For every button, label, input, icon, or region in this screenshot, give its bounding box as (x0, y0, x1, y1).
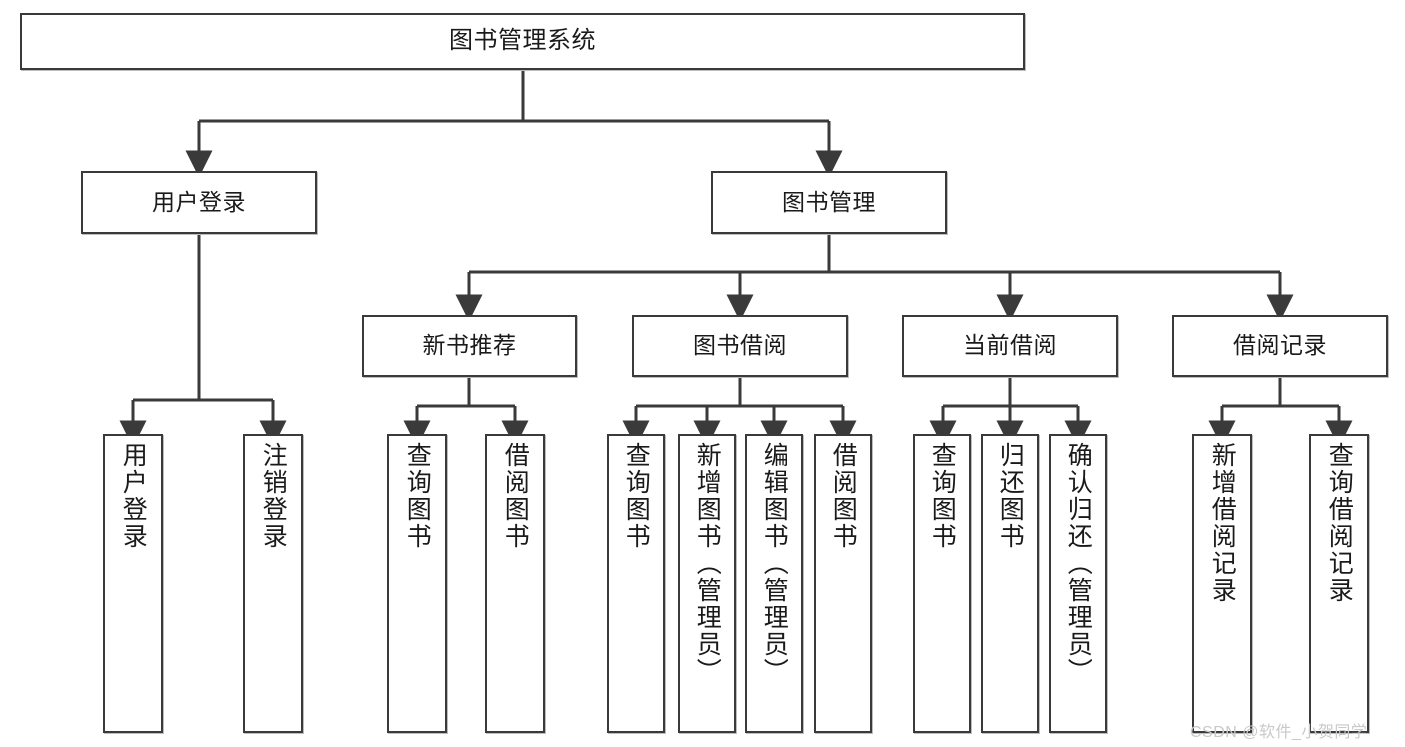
node-leaf-borrow-query-book[interactable]: 查询图书 (607, 434, 665, 733)
node-leaf-recommend-borrow-book[interactable]: 借阅图书 (485, 434, 545, 733)
node-leaf-current-return-book[interactable]: 归还图书 (981, 434, 1039, 733)
node-label: 新增图书（管理员） (693, 442, 722, 685)
node-root-system[interactable]: 图书管理系统 (20, 13, 1025, 70)
node-label: 用户登录 (119, 442, 148, 550)
node-label: 查询图书 (622, 442, 651, 550)
node-label: 查询图书 (403, 442, 432, 550)
node-label: 新增借阅记录 (1208, 442, 1237, 604)
node-label: 确认归还（管理员） (1064, 442, 1093, 685)
node-label: 注销登录 (259, 442, 288, 550)
node-leaf-current-query-book[interactable]: 查询图书 (913, 434, 971, 733)
node-leaf-recommend-query-book[interactable]: 查询图书 (387, 434, 447, 733)
node-label: 借阅记录 (1233, 332, 1327, 359)
node-leaf-borrow-edit-book[interactable]: 编辑图书（管理员） (745, 434, 803, 733)
node-leaf-user-login[interactable]: 用户登录 (103, 434, 163, 733)
node-label: 当前借阅 (963, 332, 1057, 359)
node-borrow-record[interactable]: 借阅记录 (1172, 315, 1388, 377)
node-label: 编辑图书（管理员） (760, 442, 789, 685)
node-current-borrow[interactable]: 当前借阅 (902, 315, 1118, 377)
node-label: 图书管理系统 (449, 27, 596, 55)
node-user-login[interactable]: 用户登录 (81, 171, 317, 234)
node-leaf-record-query[interactable]: 查询借阅记录 (1309, 434, 1369, 733)
node-label: 查询借阅记录 (1325, 442, 1354, 604)
node-leaf-current-confirm-return[interactable]: 确认归还（管理员） (1049, 434, 1107, 733)
node-leaf-record-add[interactable]: 新增借阅记录 (1192, 434, 1252, 733)
node-new-book-recommend[interactable]: 新书推荐 (362, 315, 577, 377)
node-label: 归还图书 (996, 442, 1025, 550)
node-label: 新书推荐 (422, 332, 517, 359)
node-label: 借阅图书 (829, 442, 858, 550)
node-label: 用户登录 (152, 188, 246, 215)
node-label: 查询图书 (928, 442, 957, 550)
node-leaf-borrow-add-book[interactable]: 新增图书（管理员） (678, 434, 736, 733)
node-label: 借阅图书 (501, 442, 530, 550)
csdn-watermark: CSDN @软件_小贺同学 (1190, 724, 1368, 741)
node-leaf-borrow-borrow-book[interactable]: 借阅图书 (814, 434, 872, 733)
node-label: 图书借阅 (693, 332, 787, 359)
node-book-borrow[interactable]: 图书借阅 (632, 315, 848, 377)
node-label: 图书管理 (782, 188, 876, 215)
node-leaf-user-logout[interactable]: 注销登录 (243, 434, 303, 733)
node-book-management[interactable]: 图书管理 (711, 171, 947, 234)
